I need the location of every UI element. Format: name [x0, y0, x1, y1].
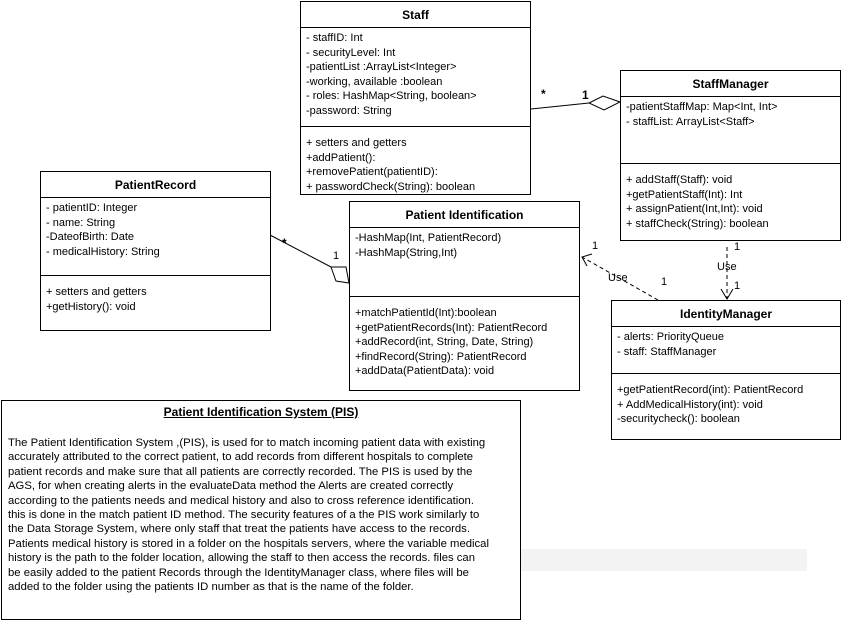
pis-title: Patient Identification System (PIS) — [163, 405, 359, 419]
attribute: - patientID: Integer — [46, 202, 138, 214]
manager-use-arrowhead — [720, 288, 734, 300]
class-staff-name: Staff — [301, 2, 530, 28]
method: + setters and getters — [306, 137, 407, 149]
record-multiplicity-star: * — [282, 236, 287, 250]
attribute: -HashMap(Int, PatientRecord) — [355, 232, 502, 244]
class-staffmanager-attributes: -patientStaffMap: Map<Int, Int> - staffL… — [621, 97, 840, 164]
method: +getHistory(): void — [46, 300, 136, 313]
method: +getPatientRecord(int): PatientRecord — [617, 384, 804, 396]
class-patient-identification-name: Patient Identification — [350, 202, 579, 228]
ident-aggregation-diamond — [330, 266, 350, 284]
staffmanager-aggregation-diamond — [587, 95, 622, 111]
method: +matchPatientId(Int):boolean — [355, 307, 497, 319]
method: +addPatient(): — [306, 151, 376, 164]
class-identitymanager-attributes: - alerts: PriorityQueue - staff: StaffMa… — [612, 327, 840, 374]
method: +addRecord(int, String, Date, String) — [355, 336, 534, 348]
class-patientrecord[interactable]: PatientRecord - patientID: Integer - nam… — [40, 171, 271, 331]
method: + passwordCheck(String): boolean — [306, 180, 476, 193]
text-highlight-band — [520, 549, 807, 571]
method: + addStaff(Staff): void — [626, 174, 733, 186]
attribute: - name: String — [46, 216, 116, 229]
class-staffmanager-methods: + addStaff(Staff): void +getPatientStaff… — [621, 164, 840, 231]
staff-multiplicity-star: * — [541, 87, 546, 101]
class-patient-identification[interactable]: Patient Identification -HashMap(Int, Pat… — [349, 201, 580, 391]
ident-use-dependency — [581, 256, 659, 301]
class-patient-identification-attributes: -HashMap(Int, PatientRecord) -HashMap(St… — [350, 228, 579, 297]
record-ident-association — [269, 234, 332, 268]
use-ident-one-a: 1 — [592, 240, 599, 252]
class-staffmanager[interactable]: StaffManager -patientStaffMap: Map<Int, … — [620, 70, 841, 241]
use-ident-one-b: 1 — [661, 276, 668, 288]
attribute: - medicalHistory: String — [46, 245, 160, 258]
use-manager-one-b: 1 — [734, 280, 741, 292]
method: + assignPatient(Int,Int): void — [626, 203, 763, 215]
attribute: - staff: StaffManager — [617, 345, 717, 358]
use-label-ident: Use — [608, 272, 628, 284]
class-staffmanager-name: StaffManager — [621, 71, 840, 97]
class-patient-identification-methods: +matchPatientId(Int):boolean +getPatient… — [350, 297, 579, 379]
class-patientrecord-name: PatientRecord — [41, 172, 270, 198]
class-identitymanager-name: IdentityManager — [612, 301, 840, 327]
class-staff-attributes: - staffID: Int - securityLevel: Int -pat… — [301, 28, 530, 127]
attribute: -patientStaffMap: Map<Int, Int> — [626, 101, 778, 113]
pis-body: The Patient Identification System ,(PIS)… — [8, 437, 489, 594]
class-patientrecord-attributes: - patientID: Integer - name: String -Dat… — [41, 198, 270, 276]
class-identitymanager[interactable]: IdentityManager - alerts: PriorityQueue … — [611, 300, 841, 440]
method: -securitycheck(): boolean — [617, 413, 740, 425]
method: +addData(PatientData): void — [355, 365, 495, 377]
class-staff[interactable]: Staff - staffID: Int - securityLevel: In… — [300, 1, 531, 195]
ident-use-arrowhead — [581, 253, 593, 267]
class-patientrecord-methods: + setters and getters +getHistory(): voi… — [41, 276, 270, 314]
method: +getPatientRecords(Int): PatientRecord — [355, 321, 548, 334]
staffmanager-multiplicity-one: 1 — [582, 88, 589, 102]
method: + staffCheck(String): boolean — [626, 217, 769, 230]
attribute: - staffList: ArrayList<Staff> — [626, 115, 755, 128]
attribute: -HashMap(String,Int) — [355, 246, 458, 259]
method: +removePatient(patientID): — [306, 166, 438, 178]
method: + AddMedicalHistory(int): void — [617, 398, 763, 411]
class-staff-methods: + setters and getters +addPatient(): +re… — [301, 127, 530, 194]
attribute: - alerts: PriorityQueue — [617, 331, 724, 343]
method: +findRecord(String): PatientRecord — [355, 350, 527, 363]
pis-description-box[interactable]: Patient Identification System (PIS) The … — [1, 400, 521, 620]
attribute: -DateofBirth: Date — [46, 231, 135, 243]
attribute: -patientList :ArrayList<Integer> — [306, 61, 457, 73]
class-identitymanager-methods: +getPatientRecord(int): PatientRecord + … — [612, 374, 840, 427]
attribute: - securityLevel: Int — [306, 46, 396, 59]
ident-multiplicity-one: 1 — [333, 250, 340, 262]
method: +getPatientStaff(Int): Int — [626, 188, 743, 201]
staff-staffmanager-association — [530, 102, 590, 110]
use-label-manager: Use — [717, 261, 737, 273]
method: + setters and getters — [46, 286, 147, 298]
use-manager-one-a: 1 — [734, 241, 741, 253]
attribute: -password: String — [306, 104, 392, 117]
attribute: - roles: HashMap<String, boolean> — [306, 90, 477, 102]
attribute: -working, available :boolean — [306, 75, 443, 88]
attribute: - staffID: Int — [306, 32, 363, 44]
